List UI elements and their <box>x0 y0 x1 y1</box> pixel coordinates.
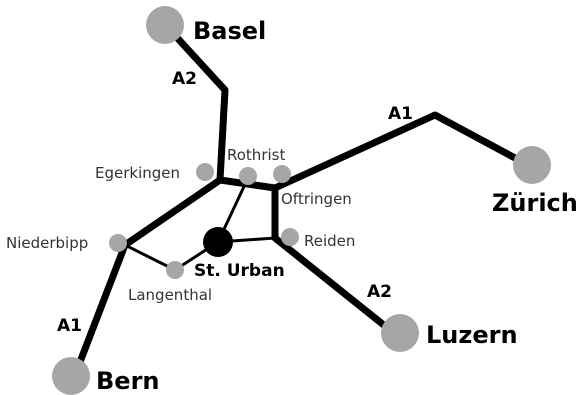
town-dot-oftringen <box>273 165 291 183</box>
city-label-zurich: Zürich <box>492 189 576 217</box>
road-label-a2-south: A2 <box>367 282 392 302</box>
town-label-reiden: Reiden <box>304 232 355 250</box>
town-dot-rothrist <box>239 167 257 185</box>
city-label-luzern: Luzern <box>426 321 518 349</box>
town-label-oftringen: Oftringen <box>281 190 352 208</box>
town-label-niederbipp: Niederbipp <box>6 234 88 252</box>
road-label-a1-east: A1 <box>388 104 413 124</box>
town-dot-reiden <box>281 228 299 246</box>
road-label-a2-north: A2 <box>172 69 197 89</box>
center-label-st-urban: St. Urban <box>194 261 285 281</box>
city-dot-zurich <box>513 146 551 184</box>
town-label-langenthal: Langenthal <box>128 286 212 304</box>
town-label-rothrist: Rothrist <box>227 146 285 164</box>
center-dot-st-urban <box>203 227 233 257</box>
city-dot-bern <box>52 357 90 395</box>
town-dot-langenthal <box>166 261 184 279</box>
city-label-basel: Basel <box>193 17 266 45</box>
town-label-egerkingen: Egerkingen <box>95 164 180 182</box>
motorway-a2-south <box>271 184 394 334</box>
city-dot-luzern <box>381 314 419 352</box>
city-label-bern: Bern <box>96 367 160 395</box>
town-dot-niederbipp <box>109 234 127 252</box>
city-dot-basel <box>146 6 184 44</box>
road-label-a1-west: A1 <box>57 316 82 336</box>
town-dot-egerkingen <box>196 163 214 181</box>
motorway-a2-north <box>166 26 229 184</box>
